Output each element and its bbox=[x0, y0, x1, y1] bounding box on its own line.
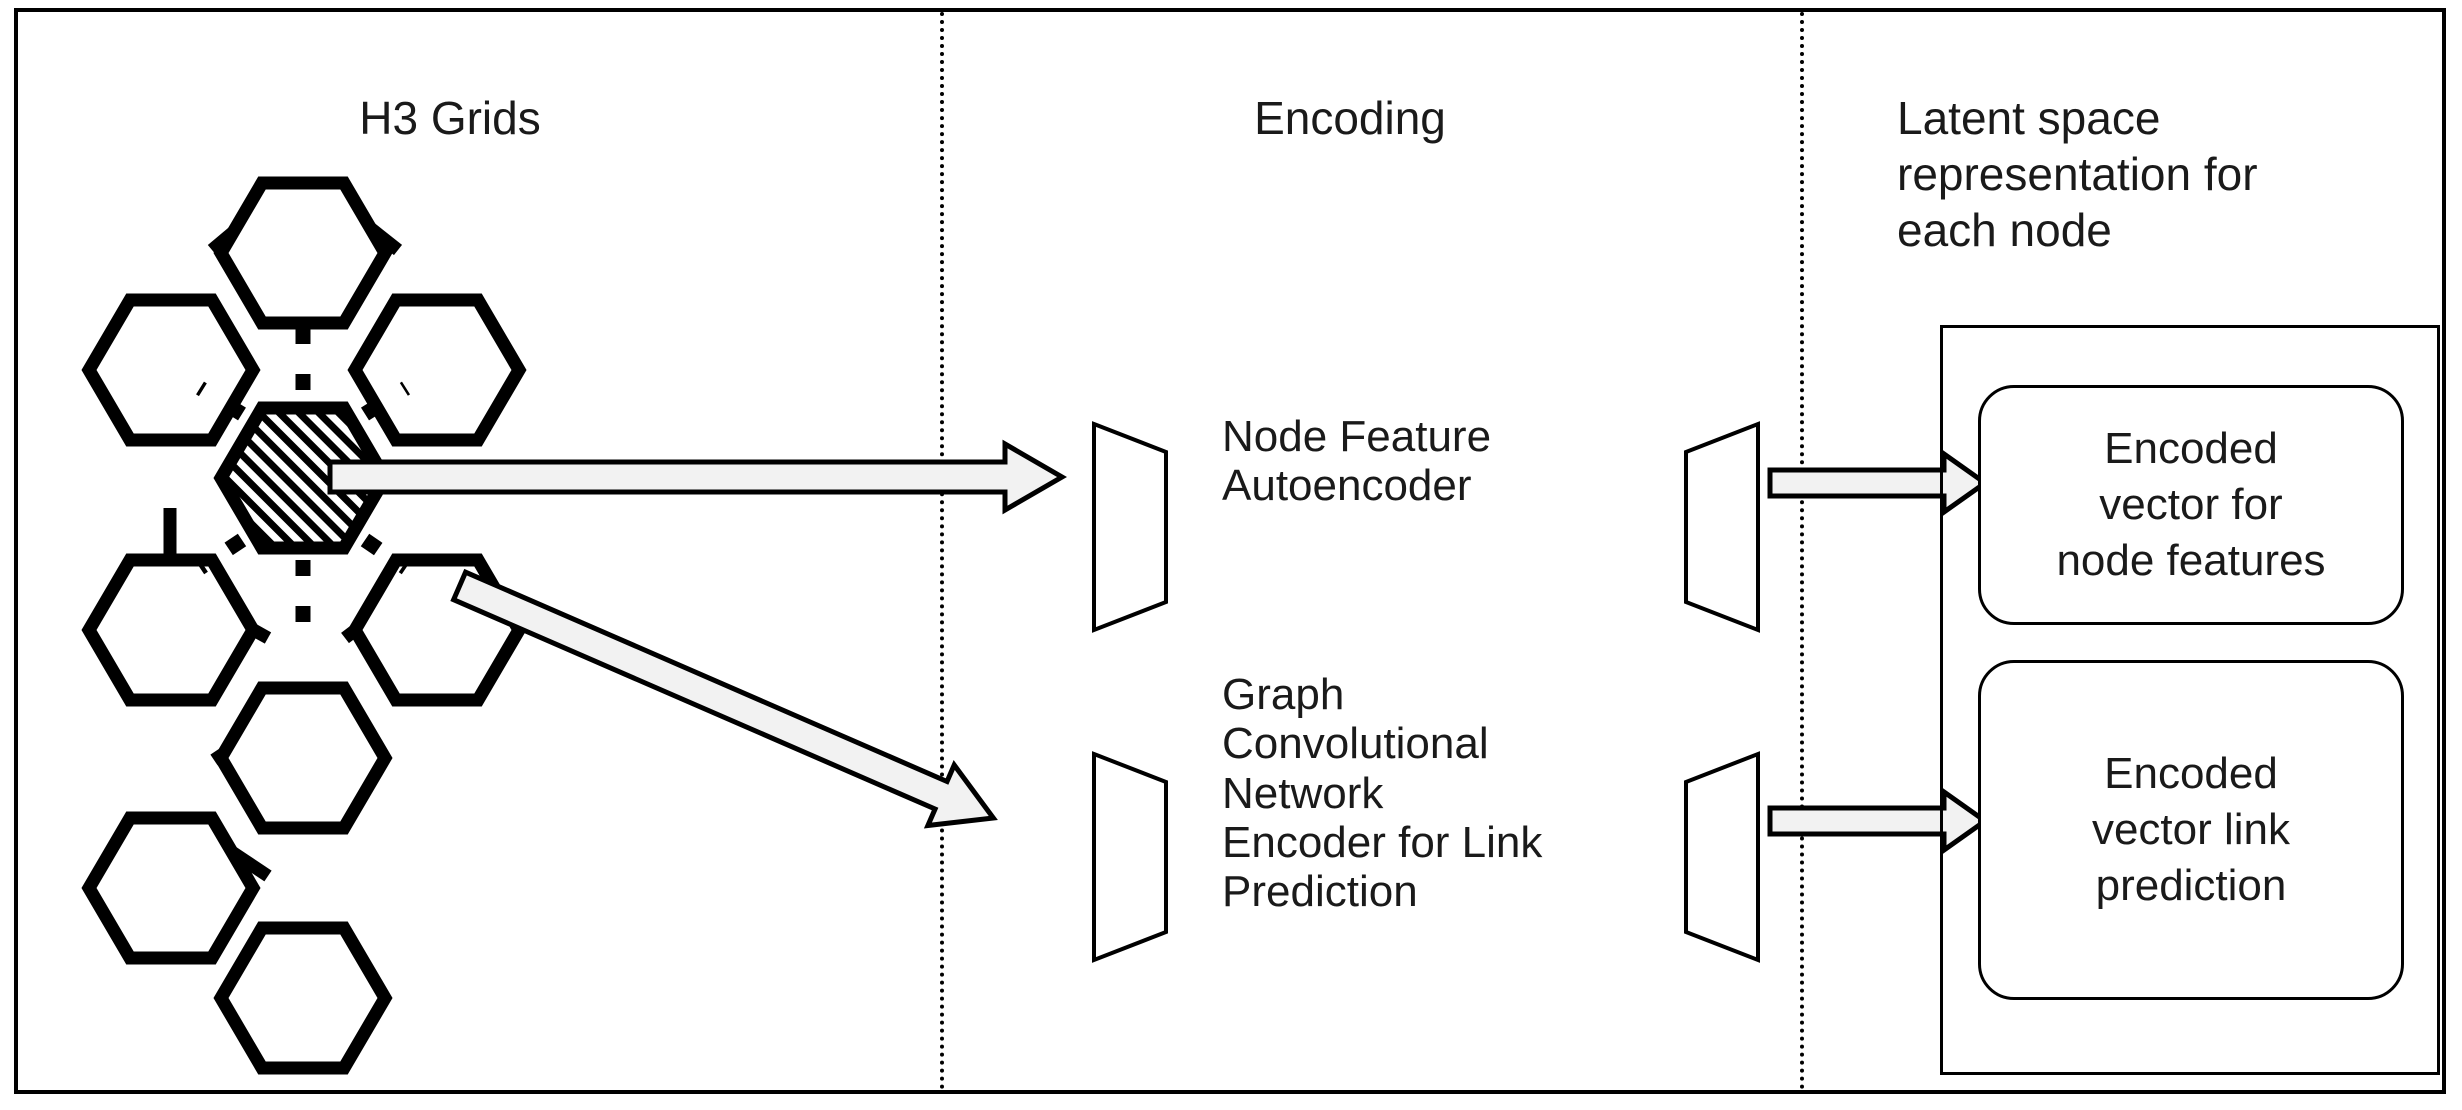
figure-outer-border bbox=[14, 8, 2446, 1094]
latent-output-encoded-link-prediction: Encoded vector link prediction bbox=[1978, 660, 2404, 1000]
panel-title-encoding: Encoding bbox=[1254, 92, 1446, 144]
latent-output-encoded-node-features: Encoded vector for node features bbox=[1978, 385, 2404, 625]
panel-title-latent-space: Latent space representation for each nod… bbox=[1897, 92, 2258, 257]
latent-space-group-box bbox=[1940, 325, 2440, 1075]
panel-title-h3-grids: H3 Grids bbox=[359, 92, 541, 144]
encoder-label-gcn-link-prediction: Graph Convolutional Network Encoder for … bbox=[1222, 670, 1543, 917]
panel-divider-2 bbox=[1800, 12, 1804, 1090]
encoder-label-node-feature-autoencoder: Node Feature Autoencoder bbox=[1222, 412, 1492, 511]
panel-divider-1 bbox=[940, 12, 944, 1090]
